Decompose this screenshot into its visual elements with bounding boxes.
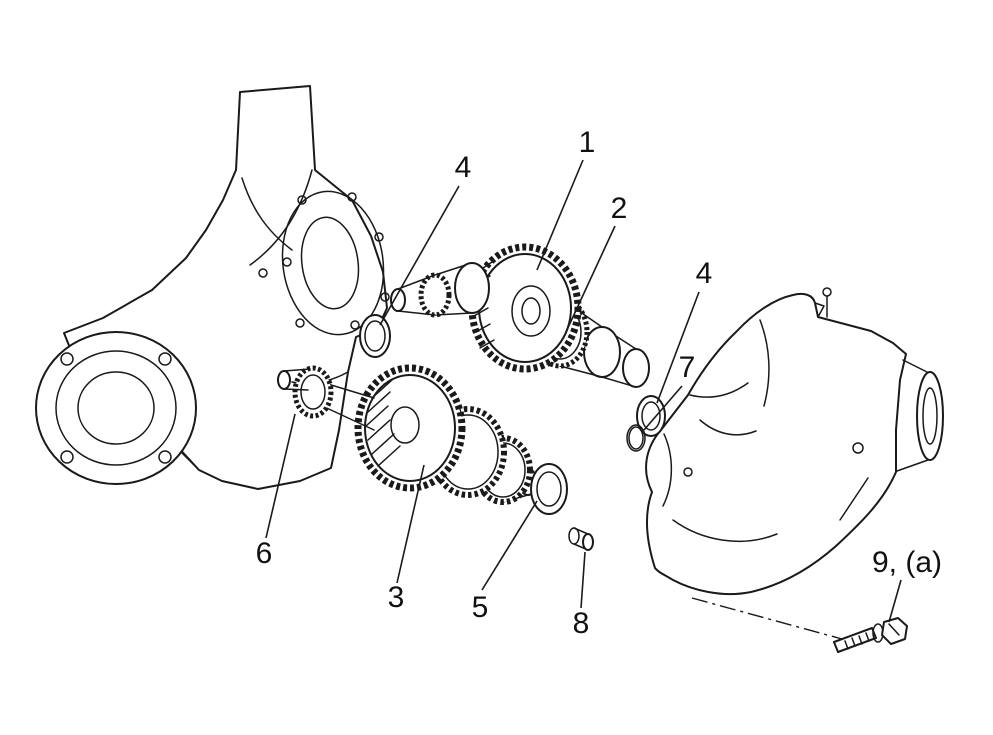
leader-lines [265, 159, 902, 623]
part-labels: 1 2 4 4 7 6 3 5 8 9, (a) [256, 126, 942, 640]
flange-bolt [833, 617, 908, 653]
leader-part-6 [265, 413, 296, 539]
label-part-9: 9, (a) [872, 546, 942, 579]
label-part-4-left: 4 [455, 151, 472, 184]
shaft-step [454, 262, 490, 314]
left-housing [35, 85, 390, 490]
leader-part-7 [643, 385, 683, 431]
leader-part-5 [481, 500, 538, 591]
spacer-ring [530, 463, 568, 515]
shaft-end-journal [622, 348, 650, 388]
input-shaft-gear [390, 243, 650, 388]
leader-part-2 [565, 225, 616, 333]
breather-stud [822, 287, 832, 318]
label-part-5: 5 [472, 591, 489, 624]
counter-gear-low [354, 364, 466, 492]
dowel-pin [568, 527, 594, 551]
shim-ring-left [359, 314, 391, 358]
shim-ring-right [636, 395, 666, 437]
label-part-7: 7 [679, 351, 696, 384]
main-drive-gear [468, 243, 582, 373]
bell-flange [35, 331, 197, 485]
counter-gear-shaft [277, 364, 538, 505]
spline-section [418, 272, 452, 318]
leader-part-1 [536, 159, 584, 271]
snap-ring [626, 424, 646, 452]
output-boss [896, 359, 944, 472]
bolt-centerline [691, 597, 843, 640]
leader-part-4-right [656, 291, 700, 404]
label-part-4-right: 4 [696, 257, 713, 290]
leader-part-4-left [379, 185, 460, 326]
shaft-tip [390, 288, 406, 312]
label-part-2: 2 [611, 192, 628, 225]
leader-part-8 [580, 551, 586, 609]
counter-shaft-tip [277, 370, 291, 390]
leader-part-3 [396, 464, 425, 584]
label-part-1: 1 [579, 126, 596, 159]
label-part-3: 3 [388, 581, 405, 614]
label-part-6: 6 [256, 537, 273, 570]
right-housing [645, 287, 944, 596]
leader-part-9 [888, 579, 902, 623]
label-part-8: 8 [573, 607, 590, 640]
bolt-shank [833, 627, 877, 653]
gasket-face [281, 190, 390, 336]
